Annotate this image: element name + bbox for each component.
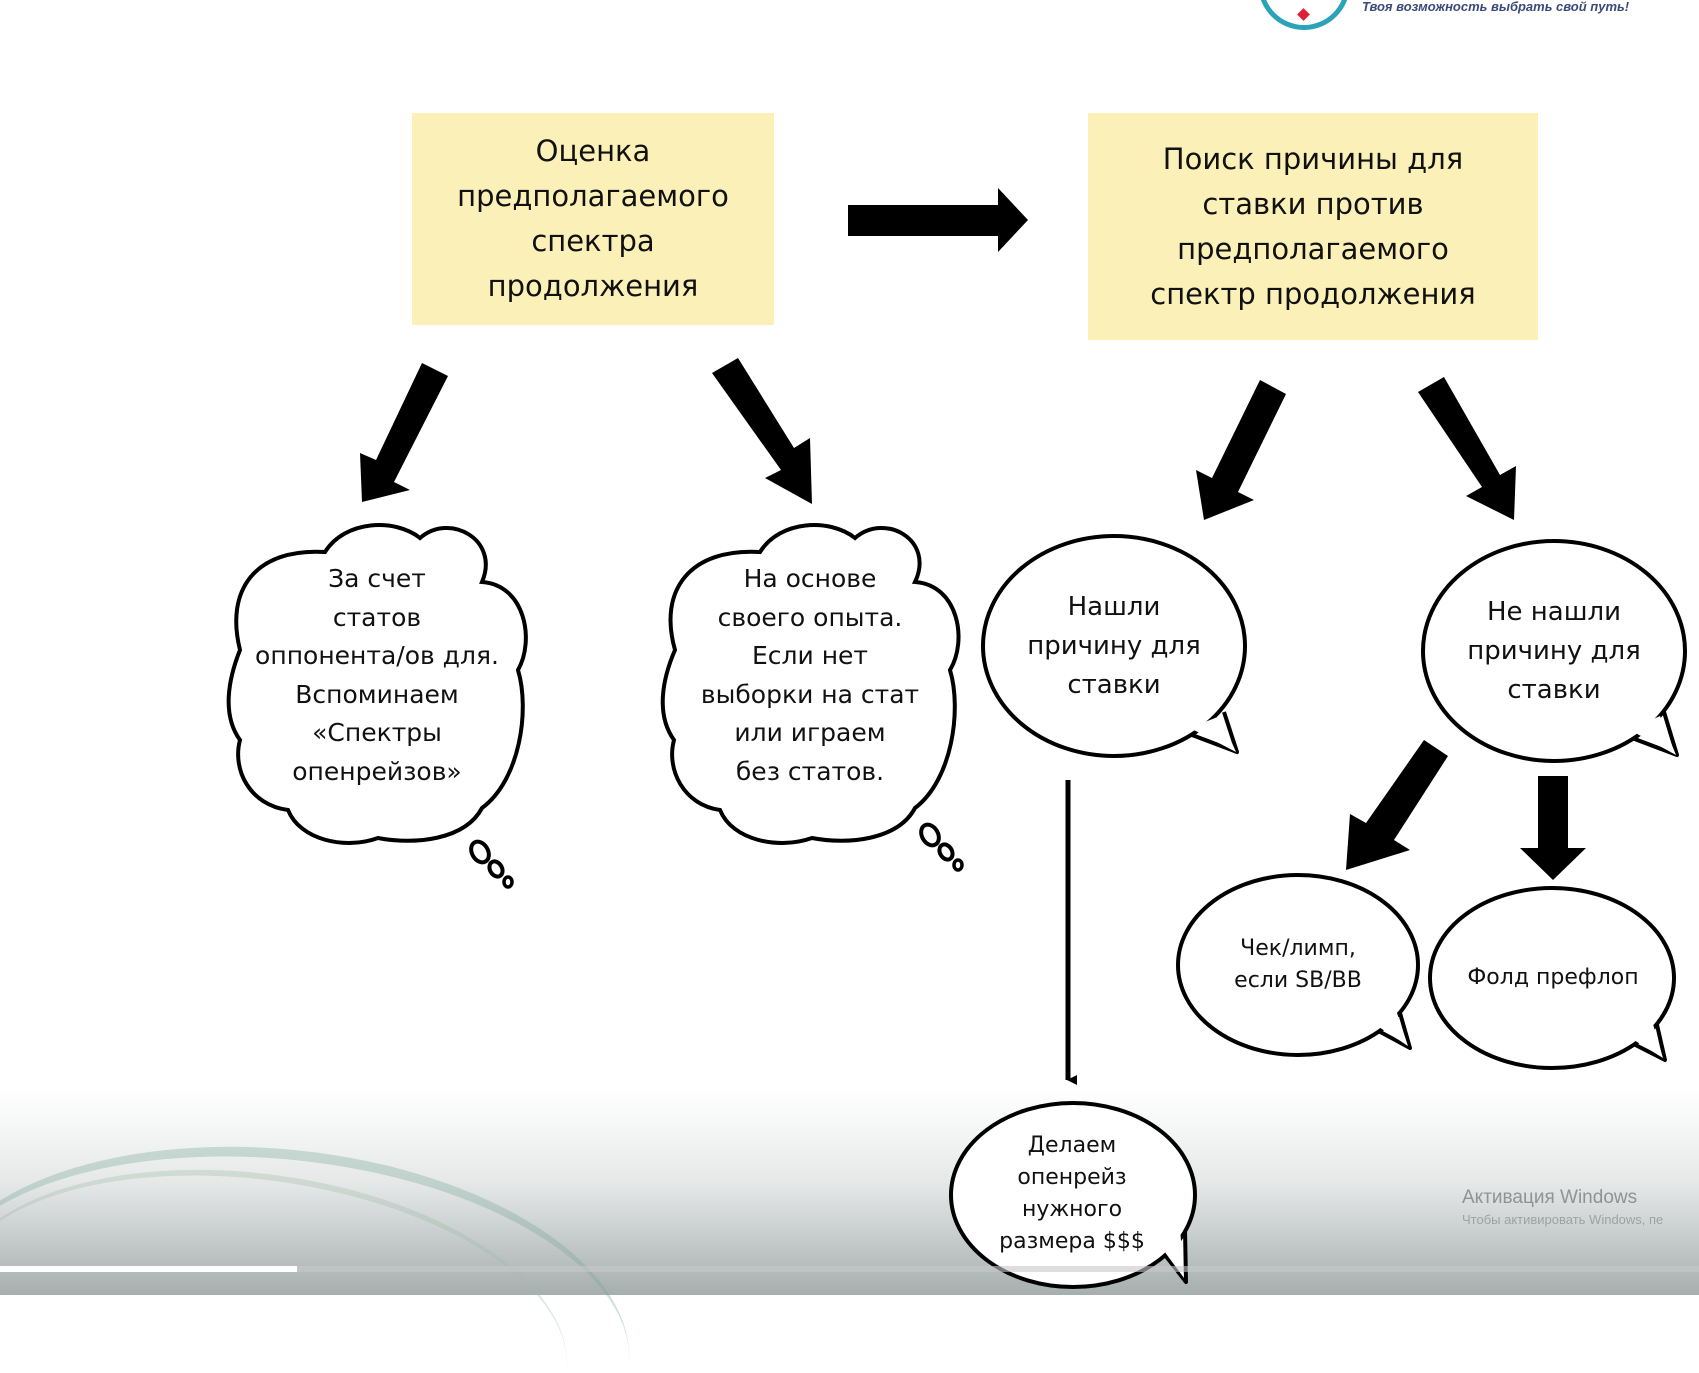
thought-cloud-stats	[226, 523, 528, 889]
video-progress-fill	[0, 1266, 298, 1272]
arrow-down-left-2	[1196, 380, 1286, 520]
arrow-down-right-1	[712, 358, 812, 504]
speech-bubble-check-limp	[1176, 873, 1420, 1057]
speech-bubble-not-found	[1421, 539, 1687, 763]
speech-bubble-found	[981, 534, 1247, 758]
logo-tagline: Твоя возможность выбрать свой путь!	[1362, 0, 1630, 14]
arrow-right	[848, 188, 1028, 252]
bottom-gradient	[0, 1090, 1699, 1295]
arrow-down-4	[1520, 776, 1586, 880]
windows-activation-title: Активация Windows	[1462, 1187, 1638, 1208]
cloud-text-stats: За счет статов оппонента/ов для. Вспомин…	[255, 564, 499, 786]
cloud-text-experience: На основе своего опыта. Если нет выборки…	[700, 564, 920, 786]
arrow-down-left-3	[1346, 740, 1448, 870]
thought-cloud-experience	[660, 523, 964, 872]
flow-diagram	[226, 188, 1687, 1289]
bubble-text-openraise: Делаем опенрейз нужного размера $$$	[999, 1133, 1145, 1254]
box-range-estimation: Оценка предполагаемого спектра продолжен…	[412, 113, 774, 325]
bubble-text-check-limp: Чек/лимп, если SB/BB	[1234, 936, 1362, 993]
video-progress-bar[interactable]	[0, 1266, 1699, 1272]
speech-bubble-openraise	[949, 1101, 1197, 1289]
bubble-text-found: Нашли причину для ставки	[1027, 592, 1201, 700]
box-bet-reason-search: Поиск причины для ставки против предпола…	[1088, 113, 1538, 340]
arrow-down-right-2	[1418, 377, 1516, 520]
windows-activation-subtitle: Чтобы активировать Windows, пе	[1462, 1212, 1664, 1227]
bubble-text-not-found: Не нашли причину для ставки	[1467, 597, 1641, 705]
speech-bubble-fold	[1428, 886, 1676, 1070]
arrow-down-left-1	[360, 363, 448, 502]
bubble-text-fold: Фолд префлоп	[1467, 965, 1639, 990]
